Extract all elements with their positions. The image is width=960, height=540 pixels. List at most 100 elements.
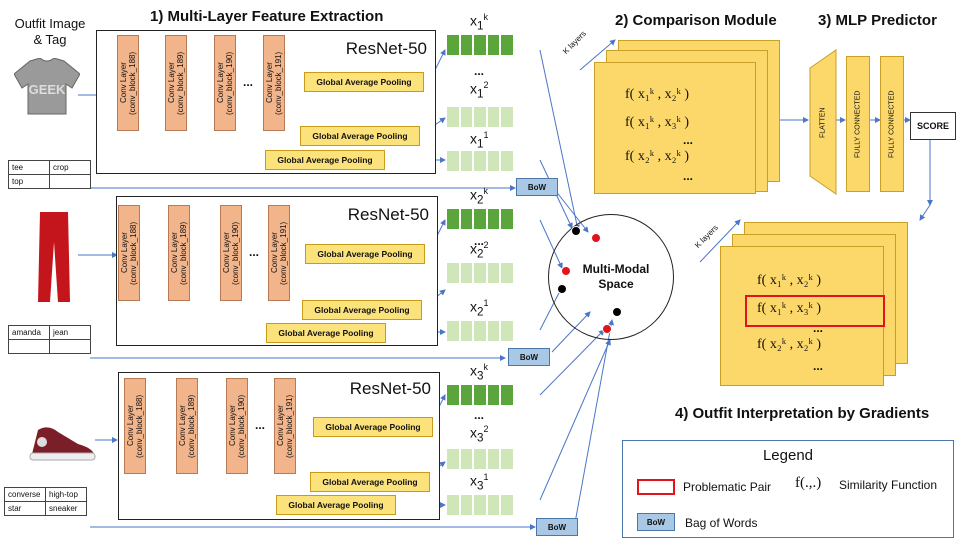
score-box: SCORE [910, 112, 956, 140]
embedding-point [557, 284, 567, 294]
feature-label-x31: x31 [470, 472, 489, 493]
fully-connected-layer: FULLY CONNECTED [880, 56, 904, 192]
legend-title: Legend [762, 447, 814, 464]
gap-block: Global Average Pooling [310, 472, 430, 492]
section-title-interpretation: 4) Outfit Interpretation by Gradients [675, 405, 930, 422]
tag: tee [8, 160, 50, 175]
outfit-label: Outfit Image & Tag [14, 16, 86, 47]
gap-block: Global Average Pooling [265, 150, 385, 170]
conv-layer: Conv Layer (conv_block_188) [118, 205, 140, 301]
comparison-fn: f( x₁ᵏ , x₂ᵏ ) [625, 87, 690, 102]
problematic-pair-highlight [745, 295, 885, 327]
conv-layer: Conv Layer (conv_block_191) [268, 205, 290, 301]
ellipsis: ... [683, 169, 694, 183]
comparison-fn: f( x₁ᵏ , x₃ᵏ ) [757, 301, 822, 316]
flatten-layer [809, 49, 837, 195]
embedding-point [571, 226, 581, 236]
tag: high-top [45, 487, 87, 502]
bow-box: BoW [516, 178, 558, 196]
tag [8, 339, 50, 354]
conv-layer: Conv Layer (conv_block_191) [263, 35, 285, 131]
legend-similarity: Similarity Function [839, 478, 938, 492]
tag [49, 174, 91, 189]
section-title-comparison: 2) Comparison Module [615, 12, 777, 29]
tshirt-image: GEEK [14, 58, 80, 115]
conv-layer: Conv Layer (conv_block_190) [220, 205, 242, 301]
gap-block: Global Average Pooling [276, 495, 396, 515]
resnet-label: ResNet-50 [345, 39, 427, 58]
ellipsis: ... [474, 408, 485, 422]
conv-layer: Conv Layer (conv_block_188) [117, 35, 139, 131]
feature-vector [446, 106, 514, 128]
ellipsis: ... [813, 359, 824, 373]
conv-layer: Conv Layer (conv_block_191) [274, 378, 296, 474]
embedding-point [561, 266, 571, 276]
sneaker-image [29, 427, 96, 461]
ellipsis: ... [474, 234, 485, 248]
tag: crop [49, 160, 91, 175]
ellipsis: ... [813, 321, 824, 335]
feature-label-x3k: x3k [470, 362, 488, 383]
gap-block: Global Average Pooling [313, 417, 433, 437]
embedding-point [591, 233, 601, 243]
bow-box: BoW [536, 518, 578, 536]
bow-box: BoW [508, 348, 550, 366]
ellipsis: ... [255, 418, 266, 432]
ellipsis: ... [474, 64, 485, 78]
tag: star [4, 501, 46, 516]
resnet-label: ResNet-50 [349, 379, 431, 398]
conv-layer: Conv Layer (conv_block_189) [165, 35, 187, 131]
embedding-point [612, 307, 622, 317]
tag: converse [4, 487, 46, 502]
section-title-extraction: 1) Multi-Layer Feature Extraction [150, 8, 384, 25]
svg-text:GEEK: GEEK [29, 82, 66, 97]
conv-layer: Conv Layer (conv_block_190) [214, 35, 236, 131]
feature-label-x2k: x2k [470, 186, 488, 207]
tag: amanda [8, 325, 50, 340]
gap-block: Global Average Pooling [304, 72, 424, 92]
legend-bow: Bag of Words [685, 516, 758, 530]
comparison-fn: f( x₁ᵏ , x₂ᵏ ) [757, 273, 822, 288]
conv-layer: Conv Layer (conv_block_189) [168, 205, 190, 301]
comparison-card-front: f( x₁ᵏ , x₂ᵏ ) f( x₁ᵏ , x₃ᵏ ) ... f( x₂ᵏ… [594, 62, 756, 194]
conv-layer: Conv Layer (conv_block_188) [124, 378, 146, 474]
flatten-label: FLATTEN [819, 107, 827, 139]
ellipsis: ... [249, 245, 260, 259]
feature-vector [446, 448, 514, 470]
tag: sneaker [45, 501, 87, 516]
fully-connected-layer: FULLY CONNECTED [846, 56, 870, 192]
comparison-fn: f( x₂ᵏ , x₂ᵏ ) [757, 337, 822, 352]
legend-similarity-symbol: f(.,.) [795, 475, 822, 491]
comparison-fn: f( x₁ᵏ , x₃ᵏ ) [625, 115, 690, 130]
feature-vector [446, 34, 514, 56]
resnet-label: ResNet-50 [347, 205, 429, 224]
multimodal-space [548, 214, 674, 340]
gap-block: Global Average Pooling [302, 300, 422, 320]
feature-label-x1k: x1k [470, 12, 488, 33]
comparison-fn: f( x₂ᵏ , x₂ᵏ ) [625, 149, 690, 164]
embedding-point [602, 324, 612, 334]
gap-block: Global Average Pooling [305, 244, 425, 264]
feature-vector [446, 262, 514, 284]
conv-layer: Conv Layer (conv_block_189) [176, 378, 198, 474]
conv-layer: Conv Layer (conv_block_190) [226, 378, 248, 474]
tag: jean [49, 325, 91, 340]
ellipsis: ... [243, 75, 254, 89]
ellipsis: ... [683, 133, 694, 147]
feature-label-x32: x32 [470, 424, 489, 445]
gap-block: Global Average Pooling [300, 126, 420, 146]
tag: top [8, 174, 50, 189]
jeans-image [38, 212, 70, 302]
interpretation-card-front: f( x₁ᵏ , x₂ᵏ ) f( x₁ᵏ , x₃ᵏ ) ... f( x₂ᵏ… [720, 246, 885, 386]
feature-vector [446, 208, 514, 230]
feature-label-x21: x21 [470, 298, 489, 319]
section-title-mlp: 3) MLP Predictor [818, 12, 937, 29]
feature-vector [446, 150, 514, 172]
feature-label-x12: x12 [470, 80, 489, 101]
tag [49, 339, 91, 354]
legend-bow-swatch: BoW [637, 513, 675, 531]
multimodal-label: Multi-Modal Space [582, 262, 650, 291]
